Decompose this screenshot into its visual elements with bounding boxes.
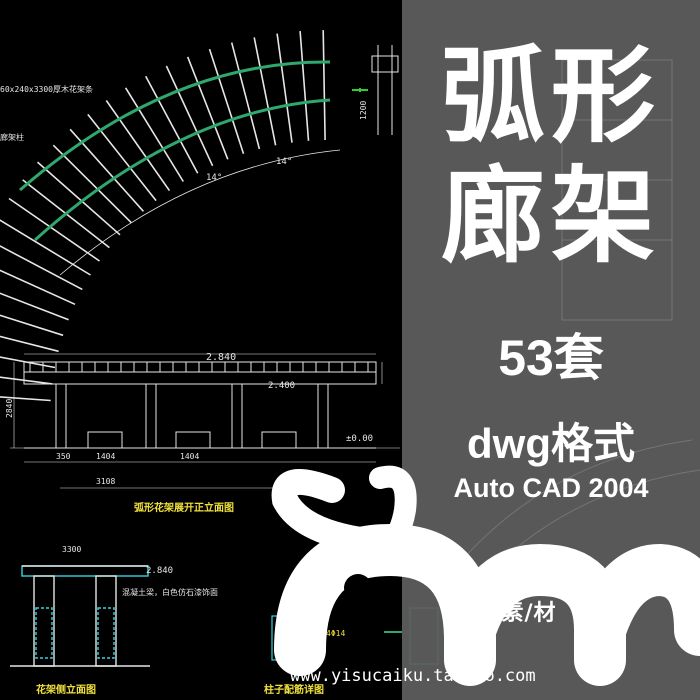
file-format: dwg格式	[467, 420, 635, 467]
rafter-line	[230, 42, 261, 150]
logo-eye	[344, 574, 372, 602]
cad-beam-spec: 60x240x3300厚木花架条	[0, 84, 93, 94]
logo-antenna-left	[271, 469, 373, 553]
arc-dim-line	[59, 149, 341, 276]
cad-dim-span-1: 1404	[96, 452, 115, 461]
section-detail-top	[352, 45, 399, 135]
cad-finish-note: 混凝土梁，白色仿石漆饰面	[122, 587, 218, 597]
elevation-drawing	[10, 353, 400, 489]
rafter-line	[124, 87, 184, 182]
rafter-line	[253, 37, 277, 146]
cad-side-elev: 2.840	[146, 566, 173, 576]
rafter-line	[36, 161, 121, 236]
cad-side-title: 花架侧立面图	[36, 683, 96, 696]
rafter-line	[299, 31, 310, 141]
shop-url[interactable]: www.yisucaiku.taobao.com	[290, 666, 536, 686]
cad-side-width: 3300	[62, 545, 81, 554]
cad-elev-b: 2.400	[268, 381, 295, 391]
cad-angle-b: 14°	[276, 157, 292, 167]
rafter-line	[0, 269, 76, 306]
rafter-line	[208, 48, 245, 154]
arc-beam-outer	[19, 60, 331, 192]
rafter-line	[0, 245, 83, 291]
cad-elev-a: 2.840	[206, 352, 236, 363]
cad-dim-span-2: 1404	[180, 452, 199, 461]
rafter-line	[0, 314, 64, 337]
rafter-line	[186, 56, 229, 160]
rafter-line	[165, 65, 214, 167]
arc-beam-inner	[33, 98, 331, 242]
cad-angle-a: 14°	[206, 173, 222, 183]
cad-dim-2840: 2840	[5, 399, 14, 418]
rafter-line	[0, 292, 69, 321]
title-line-1: 弧形	[440, 35, 661, 157]
software-version: Auto CAD 2004	[453, 473, 649, 503]
brand-logo	[271, 465, 700, 686]
rafter-line	[52, 144, 132, 224]
rafter-line	[0, 396, 51, 402]
arc-rafters	[0, 30, 326, 402]
rafter-line	[87, 113, 157, 202]
rafter-line	[0, 356, 56, 369]
brand-name: 蚁/素/材	[469, 601, 557, 626]
elevation-purlins	[29, 362, 369, 372]
cad-rebar: 4Φ14	[326, 629, 345, 638]
cad-elevation-title: 弧形花架展开正立面图	[134, 501, 234, 514]
title-line-2: 廊架	[440, 155, 661, 277]
cad-dim-1200: 1200	[359, 101, 368, 120]
cad-column-label: 廊架柱	[0, 132, 24, 142]
rafter-line	[0, 219, 91, 276]
rafter-line	[0, 376, 53, 385]
cad-column-title: 柱子配筋详图	[264, 683, 324, 696]
rafter-line	[8, 197, 100, 262]
drawing-count: 53套	[498, 330, 604, 386]
rafter-line	[105, 100, 171, 192]
cad-dim-350: 350	[56, 452, 71, 461]
cad-elev-c: ±0.00	[346, 434, 373, 444]
side-elevation	[10, 565, 150, 667]
rafter-line	[322, 30, 326, 141]
logo-body	[274, 523, 700, 686]
cad-dim-total: 3108	[96, 477, 115, 486]
rafter-line	[0, 335, 59, 353]
rafter-line	[144, 75, 199, 174]
arc-beams	[19, 60, 341, 276]
rafter-line	[276, 33, 293, 143]
